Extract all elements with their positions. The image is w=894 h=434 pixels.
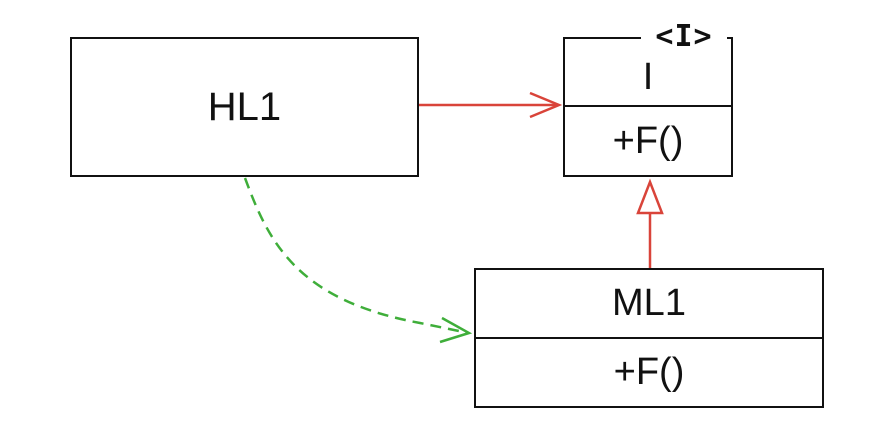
- interface-method: +F(): [612, 119, 684, 162]
- hollow-triangle-arrowhead-icon: [636, 178, 664, 215]
- edge-ml1-to-i: [636, 178, 664, 268]
- class-box-ml1: ML1 +F(): [474, 268, 824, 408]
- class-method-ml1: +F(): [613, 351, 685, 393]
- open-arrowhead-icon: [529, 91, 563, 119]
- class-name-ml1: ML1: [476, 270, 822, 339]
- edge-hl1-to-i: [419, 91, 563, 119]
- open-arrowhead-icon: [439, 316, 473, 344]
- interface-box-i: I +F(): [563, 37, 733, 177]
- interface-stereotype: <I>: [641, 22, 727, 52]
- class-box-hl1: HL1: [70, 37, 419, 177]
- dependency-line: [243, 177, 469, 335]
- class-name-hl1: HL1: [207, 84, 282, 129]
- edge-hl1-to-ml1: [243, 177, 473, 344]
- interface-name: I: [565, 39, 731, 107]
